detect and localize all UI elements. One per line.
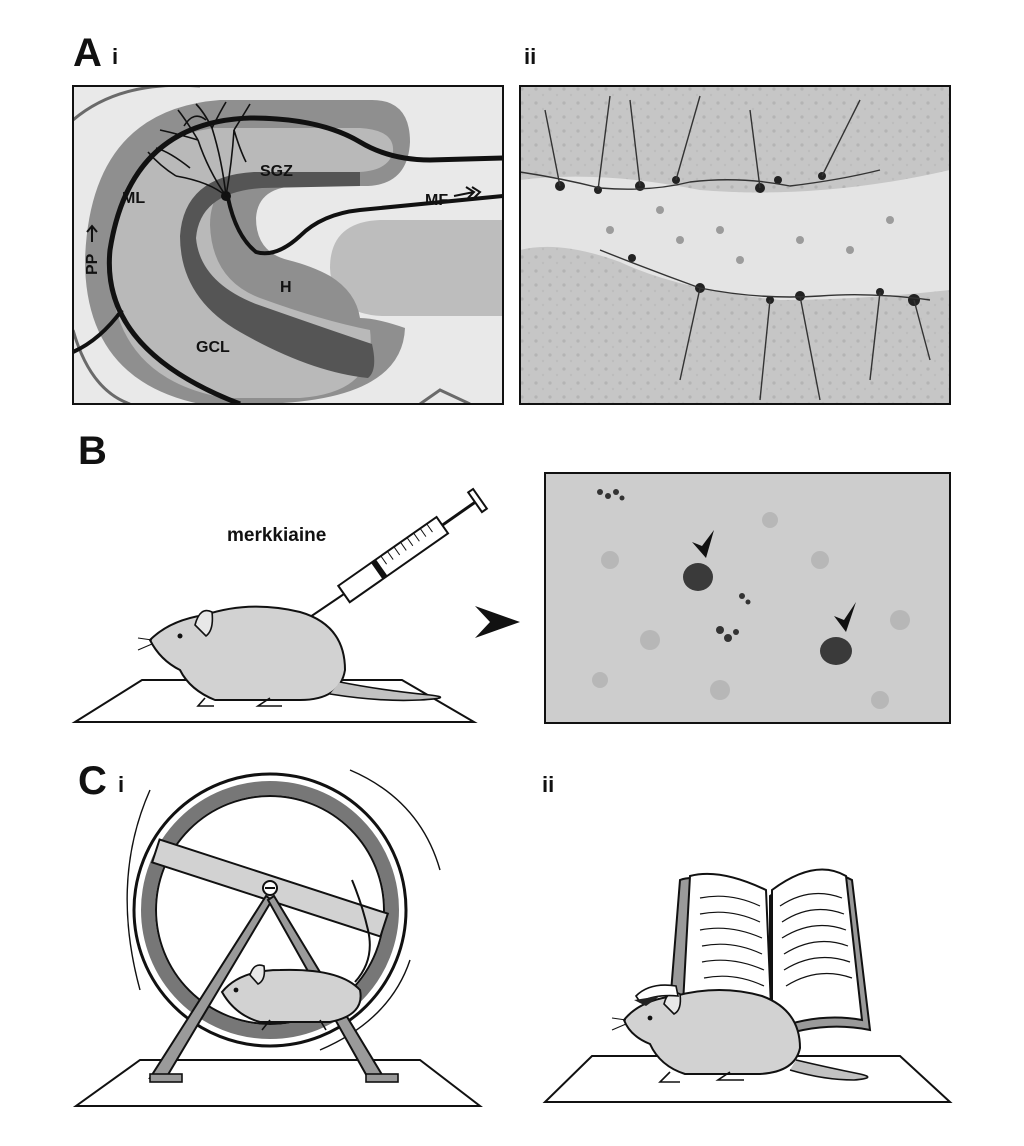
panel-c-i-label: i (118, 772, 124, 797)
granule-cell-dendrites (147, 101, 251, 197)
dentate-gyrus-schematic (73, 86, 503, 404)
pp-arrow-icon (86, 224, 98, 242)
sgz-band (180, 172, 375, 378)
right-arrow-icon (475, 606, 520, 638)
labeled-nucleus (820, 637, 852, 665)
panel-a-i-frame (72, 85, 504, 405)
ca3-region (330, 220, 503, 316)
mossy-fiber-axon (226, 194, 503, 256)
syringe-icon (281, 487, 489, 637)
label-gcl: GCL (196, 339, 230, 356)
mf-arrow-icon (453, 186, 482, 199)
rat-reading (611, 984, 869, 1083)
panel-b-photo-frame (544, 472, 951, 724)
injection-label: merkkiaine (227, 525, 326, 546)
panel-b-letter: B (78, 429, 107, 473)
label-pp: PP (84, 253, 101, 275)
floor-platform-c-i (72, 1059, 483, 1107)
panel-c-letter: C (78, 759, 107, 803)
rat-injected (137, 605, 442, 707)
brdu-stained-micrograph (545, 473, 950, 723)
panel-a-ii-frame (519, 85, 951, 405)
running-wheel (126, 769, 441, 1083)
arrowhead-icon (692, 530, 714, 558)
rat-running (220, 879, 371, 1031)
label-h: H (280, 279, 292, 296)
arrowhead-icon (834, 602, 856, 632)
panel-a-letter: A (73, 31, 102, 75)
panel-a-ii-label: ii (524, 44, 536, 69)
label-ml: ML (122, 190, 145, 207)
label-sgz: SGZ (260, 163, 293, 180)
panel-c-ii-label: ii (542, 772, 554, 797)
panel-a-i-label: i (112, 44, 118, 69)
label-mf: MF (425, 192, 448, 209)
labeled-nucleus (683, 563, 713, 591)
dcx-stained-micrograph (520, 86, 950, 404)
